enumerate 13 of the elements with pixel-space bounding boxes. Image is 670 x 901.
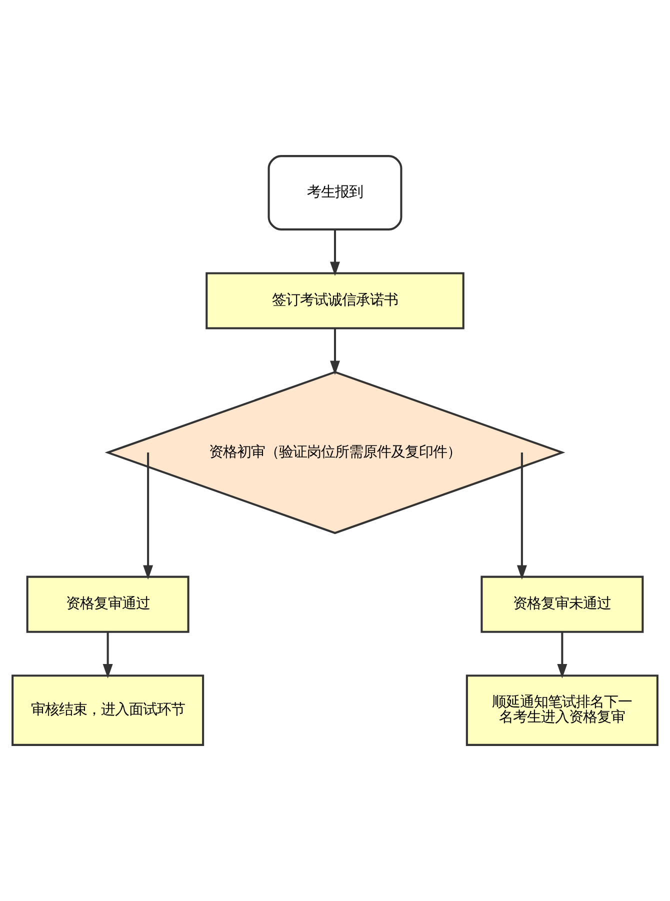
node-box: 审核结束，进入面试环节 bbox=[12, 674, 204, 746]
node-diamond: 资格初审（验证岗位所需原件及复印件） bbox=[104, 370, 566, 534]
node-box: 资格复审通过 bbox=[26, 576, 190, 633]
arrow bbox=[330, 328, 340, 375]
arrow bbox=[143, 452, 154, 580]
arrow bbox=[102, 632, 113, 678]
arrow bbox=[557, 632, 568, 678]
arrow bbox=[330, 230, 340, 276]
node-box: 签订考试诚信承诺书 bbox=[206, 272, 464, 330]
node-box: 考生报到 bbox=[268, 155, 402, 230]
node-box: 资格复审未通过 bbox=[480, 576, 644, 633]
arrow bbox=[516, 452, 527, 580]
node-box: 顺延通知笔试排名下一名考生进入资格复审 bbox=[466, 674, 658, 746]
